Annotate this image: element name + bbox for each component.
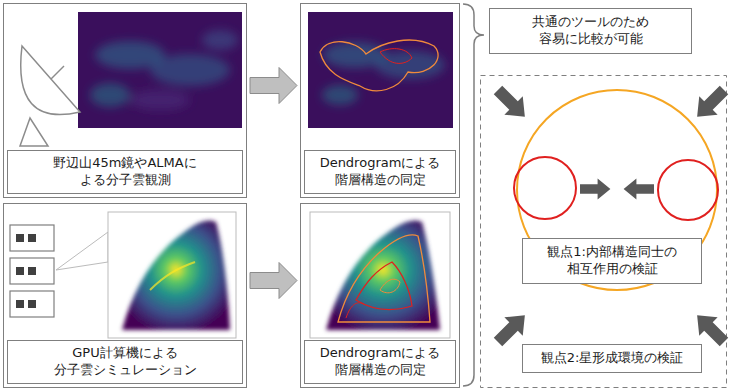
- text-box: 観点2:星形成環境の検証: [522, 344, 702, 373]
- dendrogram-map: [308, 12, 453, 128]
- dashed-region: [481, 76, 727, 388]
- caption-text: GPU計算機による 分子雲シミュレーション: [30, 345, 220, 379]
- radio-telescope-icon: [20, 46, 80, 146]
- panel-box: 野辺山45m鏡やALMAに よる分子雲観測: [3, 3, 247, 198]
- caption-text: Dendrogramによる 階層構造の同定: [310, 155, 450, 189]
- box-text: 共通のツールのため 容易に比較が可能: [503, 14, 678, 48]
- caption-box: Dendrogramによる 階層構造の同定: [304, 340, 456, 384]
- cloud-circle: [517, 90, 717, 290]
- panel-box: Dendrogramによる 階層構造の同定: [300, 203, 460, 388]
- caption-box: Dendrogramによる 階層構造の同定: [304, 150, 456, 194]
- panel-box: GPU計算機による 分子雲シミュレーション: [3, 203, 247, 388]
- box-text: 観点2:星形成環境の検証: [541, 350, 684, 367]
- text-box: 観点1:内部構造同士の 相互作用の検証: [522, 238, 702, 284]
- brace: [463, 4, 484, 386]
- caption-text: 野辺山45m鏡やALMAに よる分子雲観測: [30, 155, 220, 189]
- simulation-dendrogram: [310, 212, 450, 338]
- gpu-server-icon: [10, 225, 54, 317]
- caption-text: Dendrogramによる 階層構造の同定: [310, 345, 450, 379]
- core-circle: [658, 160, 718, 220]
- block-arrow: [250, 263, 297, 299]
- caption-box: 野辺山45m鏡やALMAに よる分子雲観測: [7, 150, 243, 194]
- pressure-arrows: [489, 81, 731, 351]
- simulation-image: [108, 212, 236, 338]
- caption-box: GPU計算機による 分子雲シミュレーション: [7, 340, 243, 384]
- observation-map: [78, 12, 242, 128]
- block-arrow: [250, 68, 297, 104]
- panel-box: Dendrogramによる 階層構造の同定: [300, 3, 460, 198]
- callout-tail: [56, 232, 108, 270]
- text-box: 共通のツールのため 容易に比較が可能: [489, 8, 692, 54]
- core-circle: [514, 157, 576, 219]
- box-text: 観点1:内部構造同士の 相互作用の検証: [529, 244, 695, 278]
